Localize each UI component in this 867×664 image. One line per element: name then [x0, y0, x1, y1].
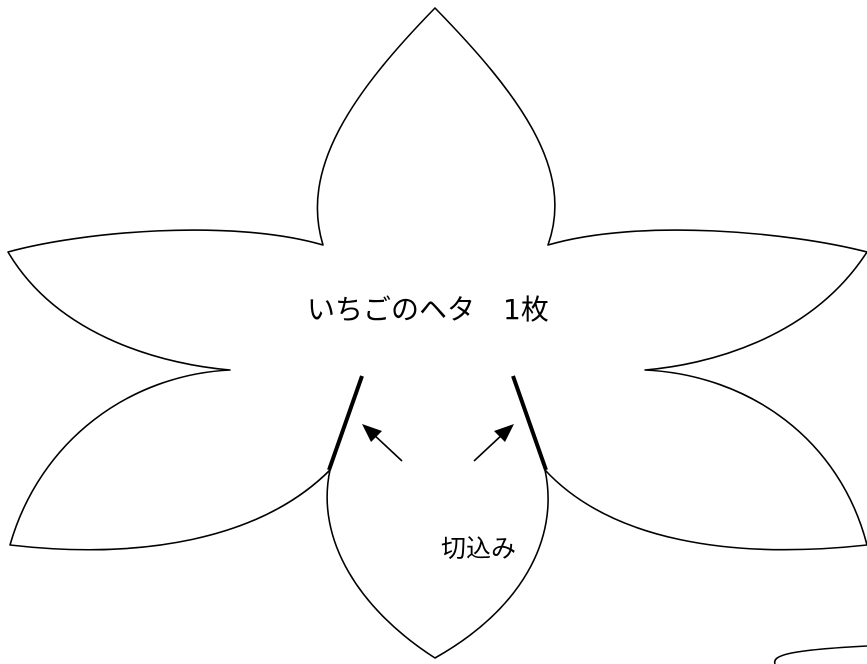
right-arrow-icon — [473, 424, 514, 462]
cut-label: 切込み — [441, 534, 516, 563]
adjacent-shape-edge — [773, 645, 867, 664]
right-cut-slit — [511, 375, 548, 471]
calyx-outline — [7, 7, 867, 659]
left-arrow-icon — [362, 424, 403, 462]
title-label: いちごのヘタ 1枚 — [307, 293, 549, 326]
left-cut-slit — [327, 375, 364, 471]
